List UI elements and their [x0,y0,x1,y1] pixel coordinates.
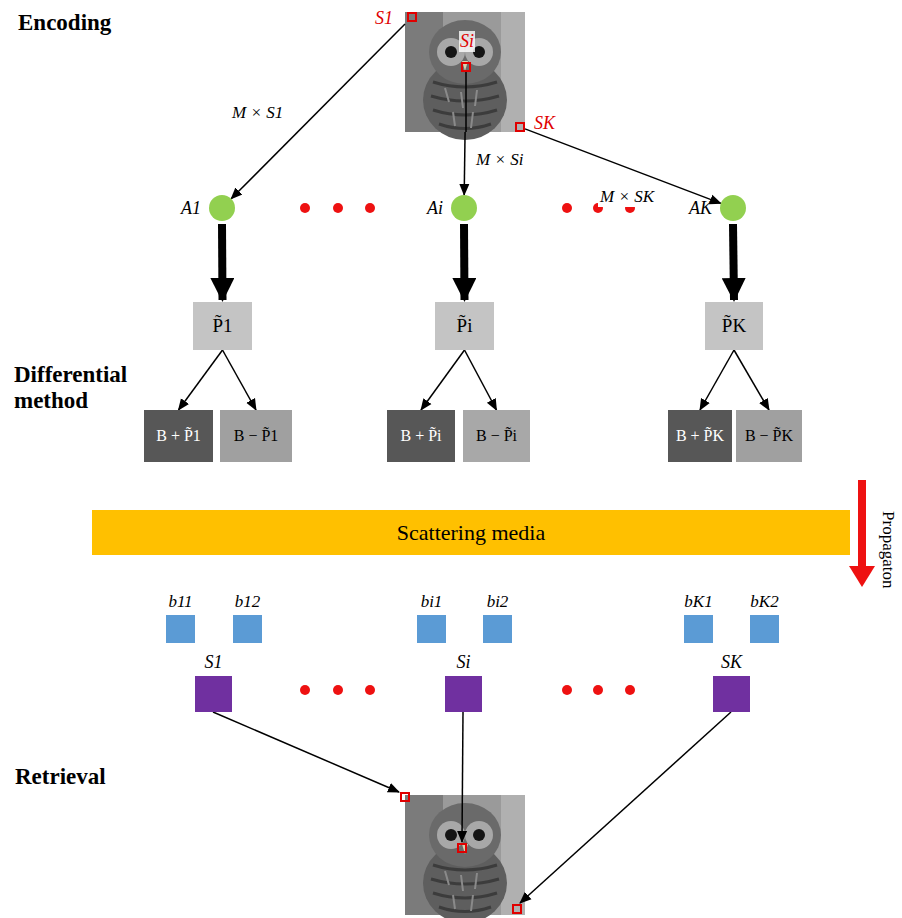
pattern-box: Scattering media [92,510,850,555]
node-label: B − P̃i [476,427,517,445]
amplitude-circle: Ai [451,195,477,221]
direction-label: Propagaton [878,505,898,595]
section-label: Differential method [14,362,144,415]
pattern-box: P̃K [705,302,763,350]
detector-square: bi1 [417,615,446,643]
pixel-marker [408,13,524,131]
node-label: Scattering media [397,520,545,545]
node-label: A1 [181,198,201,219]
pattern-box: B − P̃i [463,410,530,462]
node-label: P̃K [722,315,746,337]
node-label: Si [459,31,475,52]
ellipsis-dots [300,203,635,695]
connector-arrow [223,350,257,410]
node-label: bi2 [487,592,509,612]
propagation-arrow [849,480,875,587]
thick-arrow [733,224,734,300]
connector-arrow [463,132,465,195]
thick-arrow [460,224,469,300]
node-label: AK [689,198,712,219]
pattern-box: P̃i [435,302,494,350]
node-label: SK [721,652,742,673]
detector-square: S1 [195,676,232,712]
node-label: b11 [168,592,192,612]
node-label: b12 [235,592,261,612]
node-label: B − P̃K [745,427,793,445]
node-label: P̃i [457,315,473,337]
thick-arrow [218,224,227,300]
image-node: S1SiSK [405,12,525,132]
pixel-marker [401,793,521,913]
amplitude-circle: AK [720,195,746,221]
connector-arrow [179,350,223,410]
edge-label: M × SK [598,187,656,207]
node-label: Ai [427,198,443,219]
node-label: P̃1 [212,315,232,337]
detector-square: bi2 [483,615,512,643]
detector-square: b12 [233,615,262,643]
pattern-box: B + P̃1 [144,410,213,462]
pattern-box: B + P̃i [387,410,455,462]
node-label: Si [456,652,470,673]
owl-image [405,12,525,140]
pattern-box: B − P̃K [736,410,802,462]
detector-square: b11 [166,615,195,643]
node-label: B + P̃K [676,427,724,445]
pattern-box: B + P̃K [668,410,732,462]
edge-label: M × S1 [230,103,285,123]
node-label: S1 [375,8,393,29]
pattern-box: P̃1 [193,302,252,350]
pattern-box: B − P̃1 [220,410,292,462]
amplitude-circle: A1 [209,195,235,221]
detector-square: bK2 [750,615,779,643]
node-label: bi1 [421,592,443,612]
section-label: Retrieval [15,764,106,790]
owl-image [405,795,525,918]
node-label: B − P̃1 [234,427,279,445]
connector-arrow [700,350,734,410]
node-label: SK [534,113,555,134]
node-label: B + P̃1 [156,427,201,445]
section-label: Encoding [18,10,111,36]
connector-arrow [734,350,769,410]
detector-square: bK1 [684,615,713,643]
node-label: bK2 [750,592,778,612]
retrieval-arrow [213,712,731,903]
pixel-ray [465,71,467,132]
node-label: bK1 [684,592,712,612]
node-label: B + P̃i [400,427,441,445]
connector-arrow [465,350,497,410]
detector-square: Si [445,676,482,712]
connector-arrow [421,350,465,410]
detector-square: SK [713,676,750,712]
node-label: S1 [205,652,223,673]
edge-label: M × Si [474,150,525,170]
